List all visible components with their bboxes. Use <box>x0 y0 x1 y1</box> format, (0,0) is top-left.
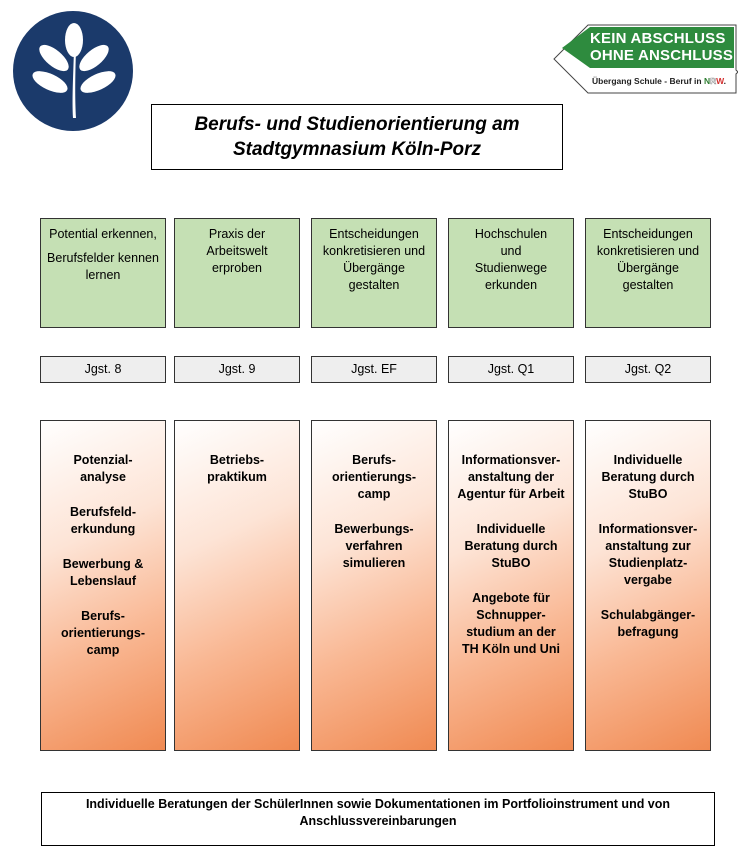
goal-box-jgst-q1: Hochschulen und Studienwege erkunden <box>448 218 574 328</box>
activity-item: Berufs-orientierungs-camp <box>331 453 417 501</box>
activity-item: Potenzial-analyse <box>73 453 133 484</box>
badge-subtitle: Übergang Schule - Beruf in NRW. <box>592 76 726 86</box>
activities-box-jgst-8: Potenzial-analyse Berufsfeld-erkundung B… <box>40 420 166 751</box>
goal-text: Potential erkennen, <box>49 227 157 241</box>
activity-item: Bewerbung & Lebenslauf <box>62 557 144 588</box>
activity-item: Angebote für Schnupper-studium an der TH… <box>462 591 560 656</box>
activities-box-jgst-ef: Berufs-orientierungs-camp Bewerbungs-ver… <box>311 420 437 751</box>
badge-line-2: OHNE ANSCHLUSS <box>590 47 734 64</box>
activity-item: Individuelle Beratung durch StuBO <box>464 522 558 570</box>
nrw-w: W <box>716 76 724 86</box>
grade-label-jgst-q2: Jgst. Q2 <box>585 356 711 383</box>
activity-item: Informationsver-anstaltung der Agentur f… <box>457 453 565 501</box>
goal-box-jgst-ef: Entscheidungen konkretisieren und Übergä… <box>311 218 437 328</box>
badge-subtitle-text: Übergang Schule - Beruf in <box>592 76 704 86</box>
nrw-r: R <box>710 76 717 86</box>
badge-shape <box>553 24 738 94</box>
activity-item: Schulabgänger-befragung <box>600 608 696 639</box>
activity-item: Individuelle Beratung durch StuBO <box>601 453 695 501</box>
goal-box-jgst-8: Potential erkennen, Berufsfelder kennen … <box>40 218 166 328</box>
activities-box-jgst-q2: Individuelle Beratung durch StuBO Inform… <box>585 420 711 751</box>
activity-item: Bewerbungs-verfahren simulieren <box>334 522 414 570</box>
goal-box-jgst-9: Praxis der Arbeitswelt erproben <box>174 218 300 328</box>
goal-text: Berufsfelder kennen lernen <box>47 251 159 282</box>
activity-item: Berufs-orientierungs-camp <box>60 609 146 657</box>
badge-line-1: KEIN ABSCHLUSS <box>590 30 726 47</box>
leaf-branch-icon <box>13 11 133 131</box>
goal-text: Entscheidungen konkretisieren und Übergä… <box>322 227 426 292</box>
grade-label-jgst-9: Jgst. 9 <box>174 356 300 383</box>
page-title: Berufs- und Studienorientierung am Stadt… <box>151 104 563 170</box>
goal-text: Entscheidungen konkretisieren und Übergä… <box>596 227 700 292</box>
activities-box-jgst-9: Betriebs-praktikum <box>174 420 300 751</box>
activities-box-jgst-q1: Informationsver-anstaltung der Agentur f… <box>448 420 574 751</box>
footer-note: Individuelle Beratungen der SchülerInnen… <box>41 792 715 846</box>
grade-label-jgst-q1: Jgst. Q1 <box>448 356 574 383</box>
goal-box-jgst-q2: Entscheidungen konkretisieren und Übergä… <box>585 218 711 328</box>
activity-item: Betriebs-praktikum <box>207 453 267 484</box>
activity-item: Berufsfeld-erkundung <box>70 505 136 536</box>
nrw-n: N <box>703 76 711 86</box>
title-line-1: Berufs- und Studienorientierung am <box>194 114 520 135</box>
school-logo <box>12 10 134 132</box>
goal-text: Hochschulen und Studienwege erkunden <box>474 227 548 292</box>
goal-text: Praxis der Arbeitswelt erproben <box>206 227 268 275</box>
title-line-2: Stadtgymnasium Köln-Porz <box>232 139 482 160</box>
kaoa-badge: KEIN ABSCHLUSS OHNE ANSCHLUSS Übergang S… <box>552 24 738 94</box>
grade-label-jgst-8: Jgst. 8 <box>40 356 166 383</box>
activity-item: Informationsver-anstaltung zur Studienpl… <box>598 522 698 587</box>
nrw-dot: . <box>723 76 727 86</box>
grade-label-jgst-ef: Jgst. EF <box>311 356 437 383</box>
